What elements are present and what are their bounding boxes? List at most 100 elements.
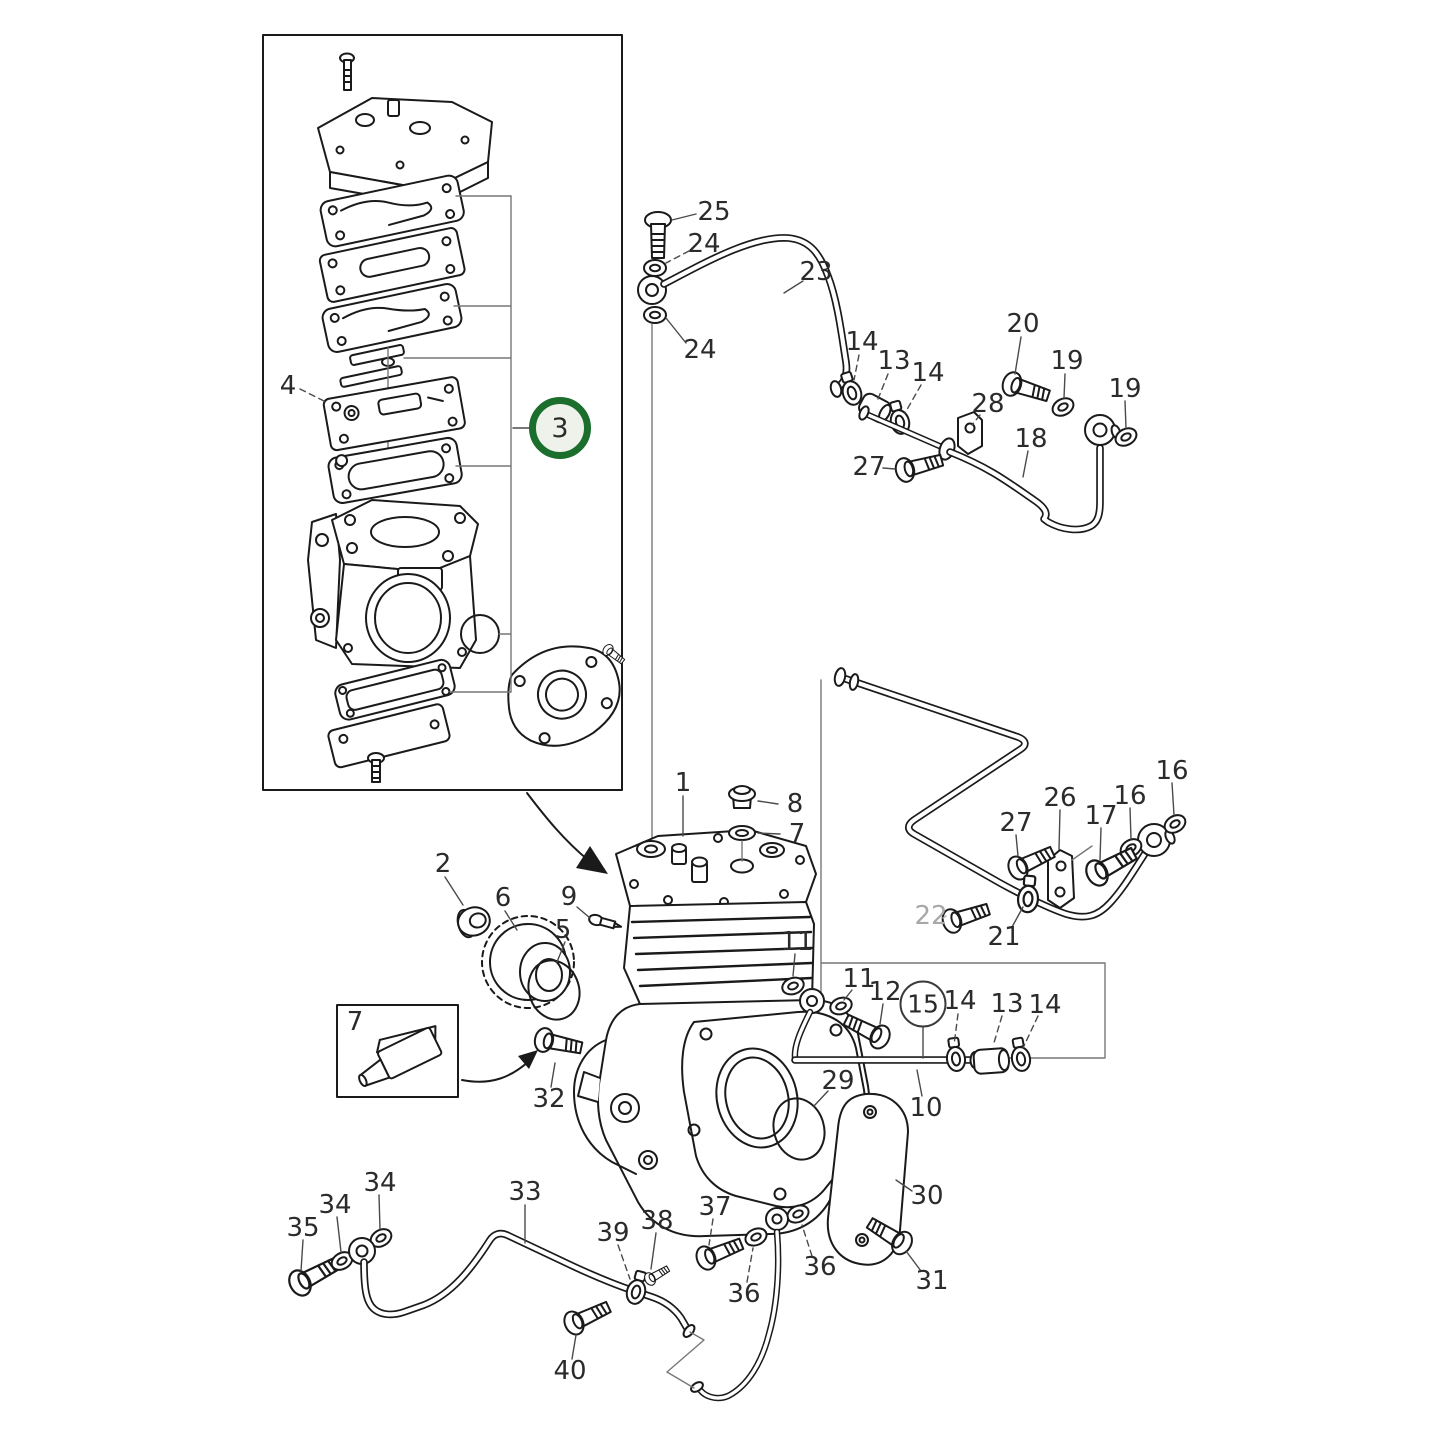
inset-pointer-arrow	[526, 792, 608, 874]
part-banjo-bolt-25	[644, 211, 672, 259]
callout-27-13: 27	[852, 452, 886, 482]
head-bolt-icon	[339, 52, 355, 91]
callout-39-46: 39	[596, 1218, 630, 1248]
callout-11-30: 11	[842, 964, 876, 994]
callout-16-16: 16	[1113, 781, 1147, 811]
part-bolt-22-phantom	[938, 896, 993, 937]
callout-14-6: 14	[845, 327, 879, 357]
part-bolt-38	[641, 1262, 672, 1288]
part-bracket-26	[1047, 845, 1093, 909]
callout-leader-lines	[299, 213, 1175, 1360]
callout-36-49: 36	[727, 1279, 761, 1309]
part-washer-24b	[643, 306, 667, 324]
callout-7-24: 7	[788, 819, 806, 849]
part-bolt-37	[692, 1231, 747, 1274]
callout-1-22: 1	[674, 768, 692, 798]
callout-26-17: 26	[1043, 783, 1077, 813]
callout-19-10: 19	[1050, 346, 1084, 376]
part-compressor-assembly	[573, 829, 871, 1238]
part-bottom-cover	[327, 703, 451, 769]
part-bracket-28	[957, 411, 983, 455]
callout-19-11: 19	[1108, 374, 1142, 404]
part-bottom-gasket	[334, 658, 456, 721]
callout-13-7: 13	[877, 346, 911, 376]
callout-24-5: 24	[683, 335, 717, 365]
callout-21-21: 21	[987, 922, 1021, 952]
callout-13-34: 13	[990, 989, 1024, 1019]
callout-17-18: 17	[1084, 801, 1118, 831]
callout-31-41: 31	[915, 1266, 949, 1296]
part-nut-2	[456, 906, 491, 939]
callout-14-8: 14	[911, 358, 945, 388]
part-bolt-32	[531, 1025, 585, 1061]
part-bolt-17	[1080, 840, 1142, 891]
part-bolt-20	[998, 368, 1053, 409]
callout-36-50: 36	[803, 1252, 837, 1282]
callout-27-19: 27	[999, 808, 1033, 838]
assembly-pipe-21	[820, 667, 1190, 1059]
part-cylinder-body	[307, 499, 479, 669]
callout-12-31: 12	[868, 977, 902, 1007]
callout-20-9: 20	[1006, 309, 1040, 339]
callout-29-37: 29	[821, 1066, 855, 1096]
reference-lines	[403, 195, 512, 693]
part-mounting-flange	[507, 645, 621, 747]
callout-14-35: 14	[1028, 990, 1062, 1020]
callout-38-47: 38	[640, 1206, 674, 1236]
part-reed-valves	[339, 344, 405, 475]
part-banjo-eye-33	[348, 1237, 376, 1265]
inset-sealant-tube	[336, 1004, 538, 1098]
part-oring-29	[772, 1097, 826, 1161]
sealant-tube-icon	[358, 1025, 443, 1087]
part-banjo-eye-36	[765, 1207, 789, 1231]
callout-22-20: 22	[914, 901, 948, 931]
part-valve-plate	[322, 376, 466, 452]
callout-33-45: 33	[508, 1177, 542, 1207]
part-head-gasket-middle	[321, 283, 463, 353]
callout-10-36: 10	[909, 1093, 943, 1123]
callout-11-29: 11	[780, 927, 814, 957]
callout-3-1[interactable]: 3	[529, 397, 591, 459]
part-cover-plate-30	[826, 1092, 909, 1266]
assembly-pipe-33	[283, 1224, 705, 1389]
callout-34-42: 34	[363, 1168, 397, 1198]
part-washer-24a	[643, 259, 667, 277]
part-head-gasket-lower	[327, 436, 463, 504]
part-clamp-14c	[943, 1035, 968, 1074]
callout-5-28: 5	[554, 915, 572, 945]
bottom-bolt-icon	[367, 752, 385, 783]
part-oring-5	[527, 959, 581, 1021]
callout-34-43: 34	[318, 1190, 352, 1220]
part-plug-8	[728, 785, 756, 809]
callout-23-4: 23	[799, 257, 833, 287]
part-clamp-21	[1015, 874, 1041, 915]
part-washer-19a	[1048, 393, 1078, 421]
part-clamp-14d	[1007, 1035, 1033, 1074]
callout-14-33: 14	[943, 986, 977, 1016]
callout-18-14: 18	[1014, 424, 1048, 454]
part-banjo-eye-23	[637, 275, 667, 305]
assembly-drain-hose	[690, 1201, 813, 1402]
part-cylinder-head-top	[317, 97, 493, 207]
part-bolt-27a	[892, 447, 946, 485]
callout-15-32[interactable]: 15	[899, 980, 947, 1028]
callout-9-27: 9	[560, 882, 578, 912]
callout-7-39: 7	[346, 1007, 364, 1037]
callout-24-3: 24	[687, 229, 721, 259]
callout-4-0: 4	[279, 371, 297, 401]
part-washer-7	[728, 825, 756, 862]
part-bolt-40	[559, 1295, 615, 1339]
callout-32-38: 32	[532, 1084, 566, 1114]
part-banjo-eye-10	[799, 988, 825, 1014]
callout-2-25: 2	[434, 849, 452, 879]
part-gear-6	[481, 915, 575, 1009]
callout-40-51: 40	[553, 1356, 587, 1386]
part-spacer-plate	[318, 227, 466, 303]
part-hose-13b	[972, 1047, 1011, 1075]
assembly-delivery-pipe-upper	[637, 211, 1141, 844]
callout-8-23: 8	[786, 789, 804, 819]
callout-16-15: 16	[1155, 756, 1189, 786]
callout-28-12: 28	[971, 389, 1005, 419]
